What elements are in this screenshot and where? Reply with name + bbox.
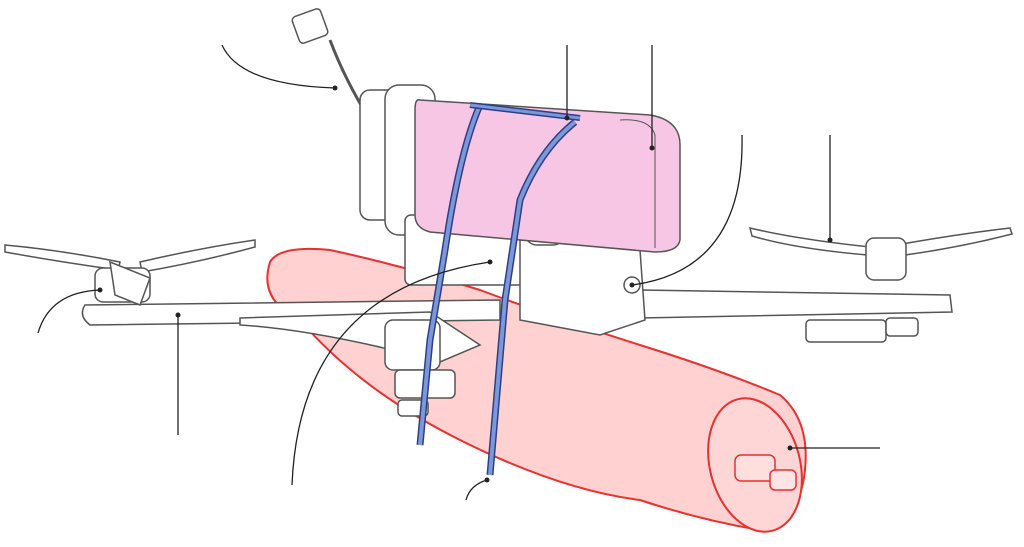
battery [414,98,681,253]
callout-lines [37,44,880,501]
callout-motor [37,289,101,334]
left-arm [4,239,501,417]
callout-electronics [291,261,491,486]
right-arm [639,226,1013,343]
callout-dots [97,85,833,483]
callout-camera [631,134,743,286]
callout-antenna [221,44,336,89]
callout-strap-bottom [465,479,488,501]
straps [416,102,581,476]
